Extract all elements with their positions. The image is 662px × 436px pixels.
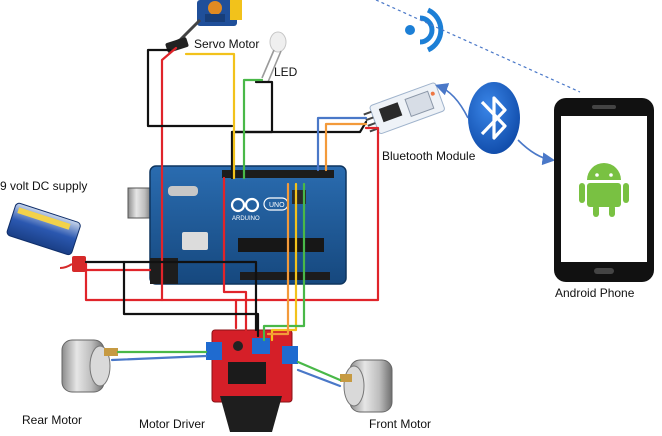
battery-connector (59, 256, 86, 272)
bluetooth-module-label: Bluetooth Module (382, 149, 476, 163)
bluetooth-icon (468, 82, 520, 154)
wire-yellow-servo (184, 52, 236, 180)
wire-black-servo (146, 48, 234, 128)
android-phone-label: Android Phone (555, 286, 635, 300)
bluetooth-module (363, 82, 445, 134)
wire-red-driver-in (222, 176, 248, 332)
wire-orange-driver (266, 182, 290, 336)
dc-battery (6, 202, 81, 256)
front-motor (340, 359, 393, 413)
arduino-infinity-icon (230, 197, 260, 213)
wire-green-front (296, 360, 342, 382)
android-logo-icon (579, 163, 629, 217)
servo-motor (165, 0, 242, 53)
dc-supply-label: 9 volt DC supply (0, 179, 88, 193)
rear-motor (61, 339, 118, 393)
wire-black-bluetooth (230, 120, 368, 180)
bluetooth-link-arrow (434, 83, 469, 119)
led-component (261, 31, 287, 83)
wire-black-led (230, 80, 274, 134)
led-label: LED (274, 65, 298, 79)
wire-red-bluetooth (234, 126, 380, 302)
arduino-board: ARDUINO UNO (127, 165, 347, 285)
arduino-model-text: UNO (269, 202, 285, 209)
wire-black-driver (122, 260, 258, 332)
wire-blue-motor (110, 354, 208, 362)
wireless-link-line (375, 0, 581, 93)
servo-motor-label: Servo Motor (194, 37, 260, 51)
wire-black-ground (84, 260, 260, 338)
motor-driver-label: Motor Driver (139, 417, 206, 431)
android-phone (554, 98, 654, 282)
motor-driver (206, 329, 298, 432)
wire-blue-bt-tx (316, 116, 368, 172)
arduino-brand-text: ARDUINO (232, 216, 260, 222)
wifi-icon (405, 7, 444, 53)
wire-blue-front (296, 368, 342, 388)
rear-motor-label: Rear Motor (22, 413, 83, 427)
wire-green-led (242, 78, 264, 180)
phone-link-arrow (517, 139, 556, 166)
wire-orange-bt-rx (324, 122, 368, 172)
wire-green-driver (262, 182, 306, 342)
front-motor-label: Front Motor (369, 417, 432, 431)
